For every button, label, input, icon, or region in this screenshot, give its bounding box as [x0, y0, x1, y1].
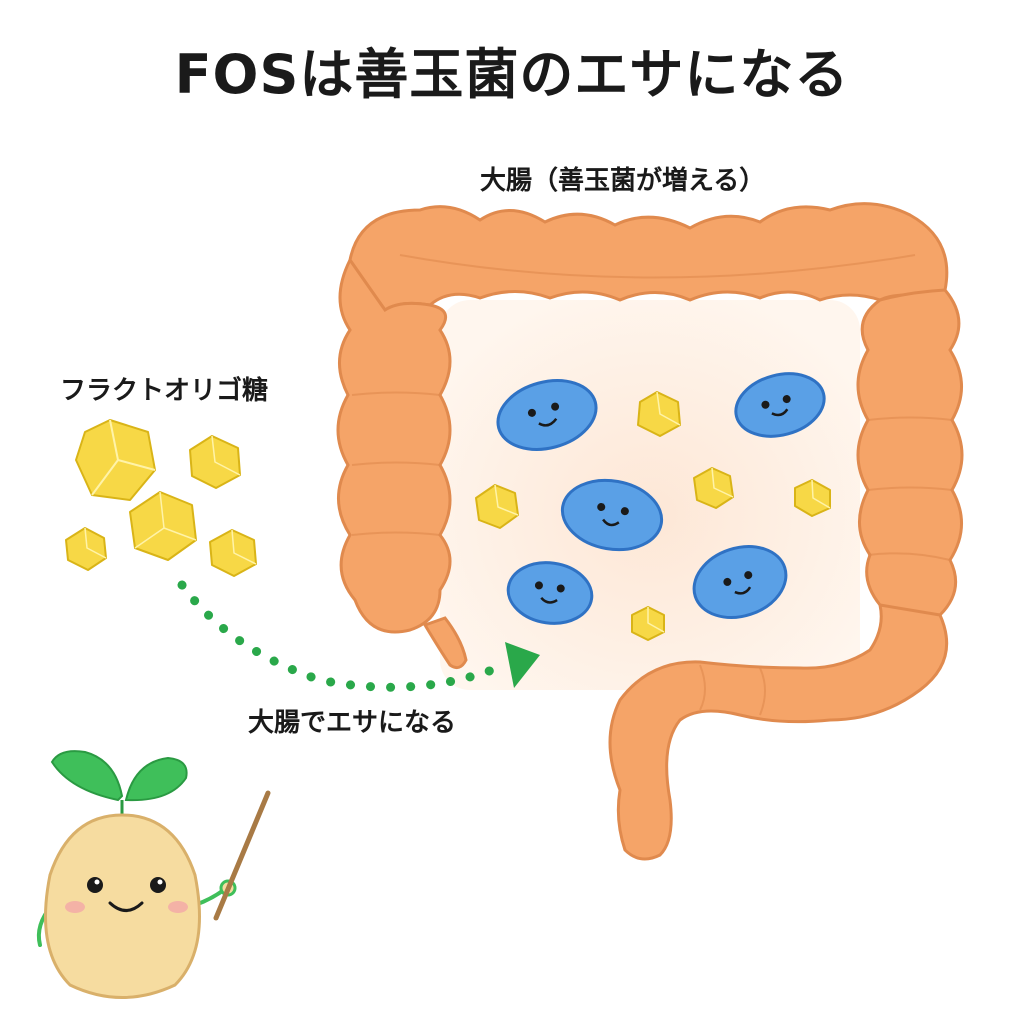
sugar-crystal-icon	[75, 419, 156, 501]
sugar-crystal-icon	[65, 527, 107, 571]
page-title: FOSは善玉菌のエサになる	[174, 43, 850, 106]
sugar-crystal-icon	[209, 529, 257, 577]
bacteria-icon	[692, 545, 788, 619]
arrow-label: 大腸でエサになる	[248, 708, 457, 738]
intestine-label: 大腸（善玉菌が増える）	[480, 166, 766, 196]
bacteria-icon	[506, 561, 594, 625]
intestine-icon	[336, 202, 964, 861]
sugar-crystal-icon	[794, 479, 831, 517]
sugar-crystal-icon	[637, 391, 681, 437]
dotted-arrow	[177, 580, 540, 692]
sprout-character-icon	[36, 750, 237, 999]
bacteria-icon	[496, 379, 598, 451]
sugar-crystals-group	[65, 391, 831, 641]
bacteria-group	[496, 372, 826, 625]
sugar-crystal-icon	[475, 484, 519, 529]
sugar-crystal-icon	[129, 491, 197, 561]
bacteria-icon	[560, 478, 664, 552]
bacteria-icon	[734, 372, 826, 438]
pointer-stick-icon	[213, 790, 271, 921]
arrow-head-icon	[505, 642, 540, 688]
sugar-crystal-icon	[631, 606, 665, 641]
sugar-crystal-icon	[189, 435, 241, 489]
fos-label: フラクトオリゴ糖	[60, 376, 269, 406]
sugar-crystal-icon	[693, 467, 734, 509]
